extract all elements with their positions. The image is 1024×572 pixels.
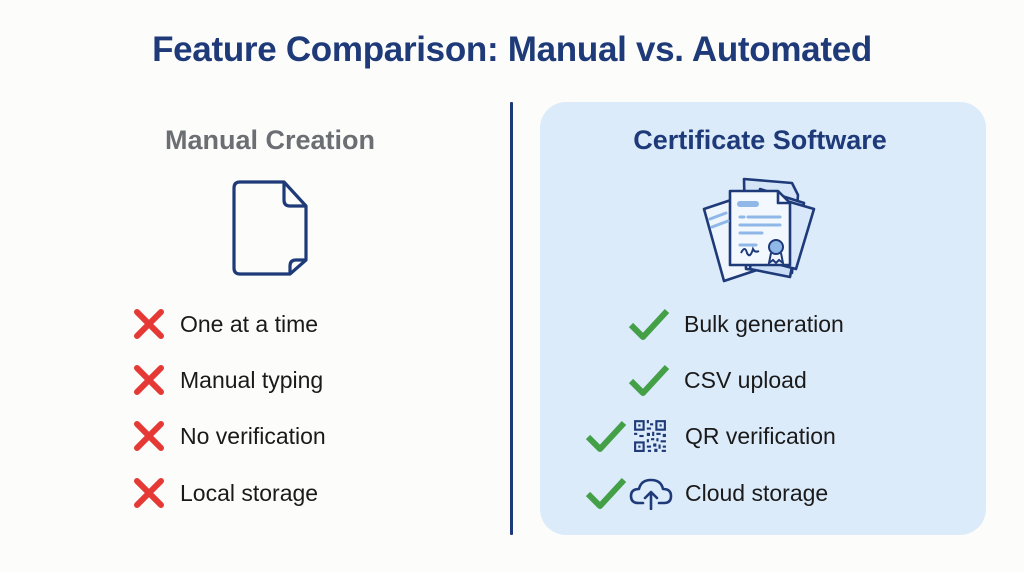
manual-creation-heading: Manual Creation (164, 125, 376, 155)
list-item: QR verification (585, 416, 836, 456)
item-label: QR verification (685, 422, 836, 449)
item-label: Manual typing (180, 366, 324, 393)
item-label: CSV upload (684, 366, 807, 393)
check-icon (585, 420, 627, 452)
cross-icon (134, 309, 164, 339)
certificate-software-heading: Certificate Software (633, 125, 887, 155)
column-divider (510, 102, 513, 535)
cross-icon (134, 365, 164, 395)
list-item: Cloud storage (585, 473, 828, 513)
item-label: Cloud storage (685, 479, 829, 506)
list-item: Manual typing (132, 360, 323, 400)
item-label: Bulk generation (684, 310, 844, 337)
blank-document-icon (232, 180, 308, 276)
qr-code-icon (634, 420, 666, 452)
check-icon (628, 308, 670, 340)
item-label: No verification (180, 422, 326, 449)
item-label: Local storage (180, 479, 319, 506)
list-item: Bulk generation (628, 304, 844, 344)
item-label: One at a time (180, 310, 319, 337)
check-icon (585, 477, 627, 509)
page-title: Feature Comparison: Manual vs. Automated (152, 30, 872, 69)
list-item: Local storage (132, 473, 318, 513)
certificate-stack-icon (702, 177, 816, 283)
cross-icon (134, 421, 164, 451)
list-item: One at a time (132, 304, 318, 344)
cloud-upload-icon (629, 478, 673, 510)
list-item: CSV upload (628, 360, 807, 400)
list-item: No verification (132, 416, 326, 456)
software-panel (540, 102, 986, 535)
cross-icon (134, 478, 164, 508)
check-icon (628, 364, 670, 396)
